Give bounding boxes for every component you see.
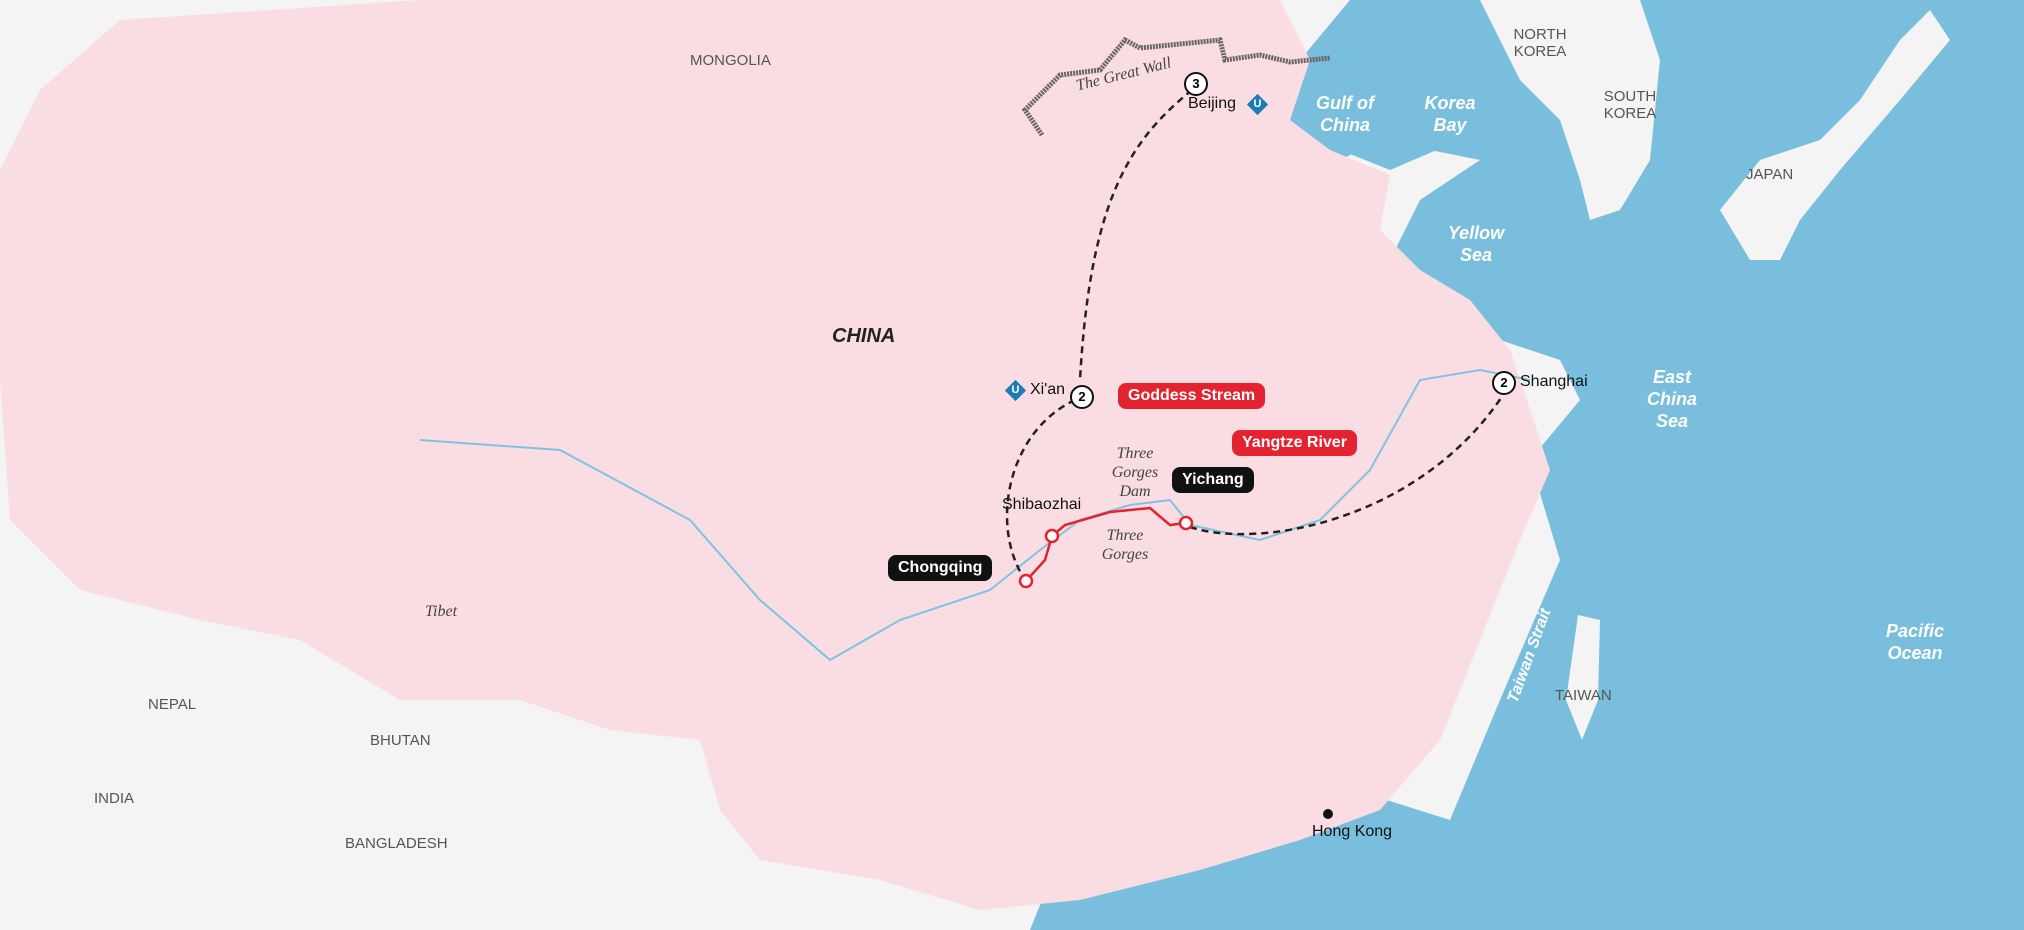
chongqing-stop[interactable] (1018, 573, 1034, 589)
u-badge-icon: U (1004, 379, 1027, 402)
cruise-route (1025, 506, 1186, 582)
label-three-gorges-dam: Three Gorges Dam (1111, 445, 1159, 500)
label-yellow-sea: Yellow Sea (1447, 223, 1505, 265)
u-badge-icon: U (1246, 93, 1269, 116)
label-three-gorges: Three Gorges (1101, 527, 1149, 563)
shibaozhai-stop[interactable] (1044, 528, 1060, 544)
yichang-stop[interactable] (1178, 515, 1194, 531)
label-japan: JAPAN (1746, 166, 1794, 183)
city-shanghai[interactable]: Shanghai (1520, 373, 1588, 390)
tag-goddess-stream[interactable]: Goddess Stream (1118, 383, 1266, 409)
label-bangladesh: BANGLADESH (345, 835, 448, 852)
beijing-nights-badge: 3 (1184, 72, 1208, 96)
city-beijing[interactable]: Beijing (1188, 95, 1237, 112)
label-tibet: Tibet (425, 603, 458, 620)
label-nepal: NEPAL (148, 696, 197, 713)
label-gulf-of-china: Gulf of China (1316, 93, 1374, 135)
label-north-korea: NORTH KOREA (1513, 26, 1567, 60)
taiwan-land (1566, 615, 1600, 740)
route-yichang-shanghai (1189, 394, 1505, 536)
korea-peninsula (1480, 0, 1660, 220)
label-east-china-sea: East China Sea (1646, 367, 1697, 431)
great-wall (1021, 36, 1331, 137)
label-south-korea: SOUTH KOREA (1603, 88, 1657, 122)
train-route-xian-chongqing (1005, 398, 1076, 576)
label-mongolia: MONGOLIA (690, 52, 771, 69)
shanghai-nights-badge: 2 (1492, 371, 1516, 395)
china-land (0, 0, 1550, 910)
city-xian[interactable]: Xi'an (1030, 381, 1066, 398)
city-hong-kong[interactable]: Hong Kong (1312, 823, 1393, 840)
label-korea-bay: Korea Bay (1424, 93, 1476, 135)
label-taiwan: TAIWAN (1555, 687, 1612, 704)
tag-yichang[interactable]: Yichang (1172, 467, 1254, 493)
japan-land (1720, 10, 1950, 260)
label-pacific-ocean: Pacific Ocean (1885, 621, 1945, 663)
city-shibaozhai[interactable]: Shibaozhai (1002, 496, 1082, 513)
hong-kong-dot (1323, 809, 1333, 819)
label-india: INDIA (94, 790, 135, 807)
tag-chongqing[interactable]: Chongqing (888, 555, 993, 581)
gulf-of-china (1280, 20, 1560, 170)
tag-yangtze-river[interactable]: Yangtze River (1232, 430, 1357, 456)
label-china: CHINA (832, 325, 896, 347)
train-route-beijing-xian (1078, 89, 1193, 381)
label-bhutan: BHUTAN (370, 732, 431, 749)
xian-nights-badge: 2 (1070, 385, 1094, 409)
